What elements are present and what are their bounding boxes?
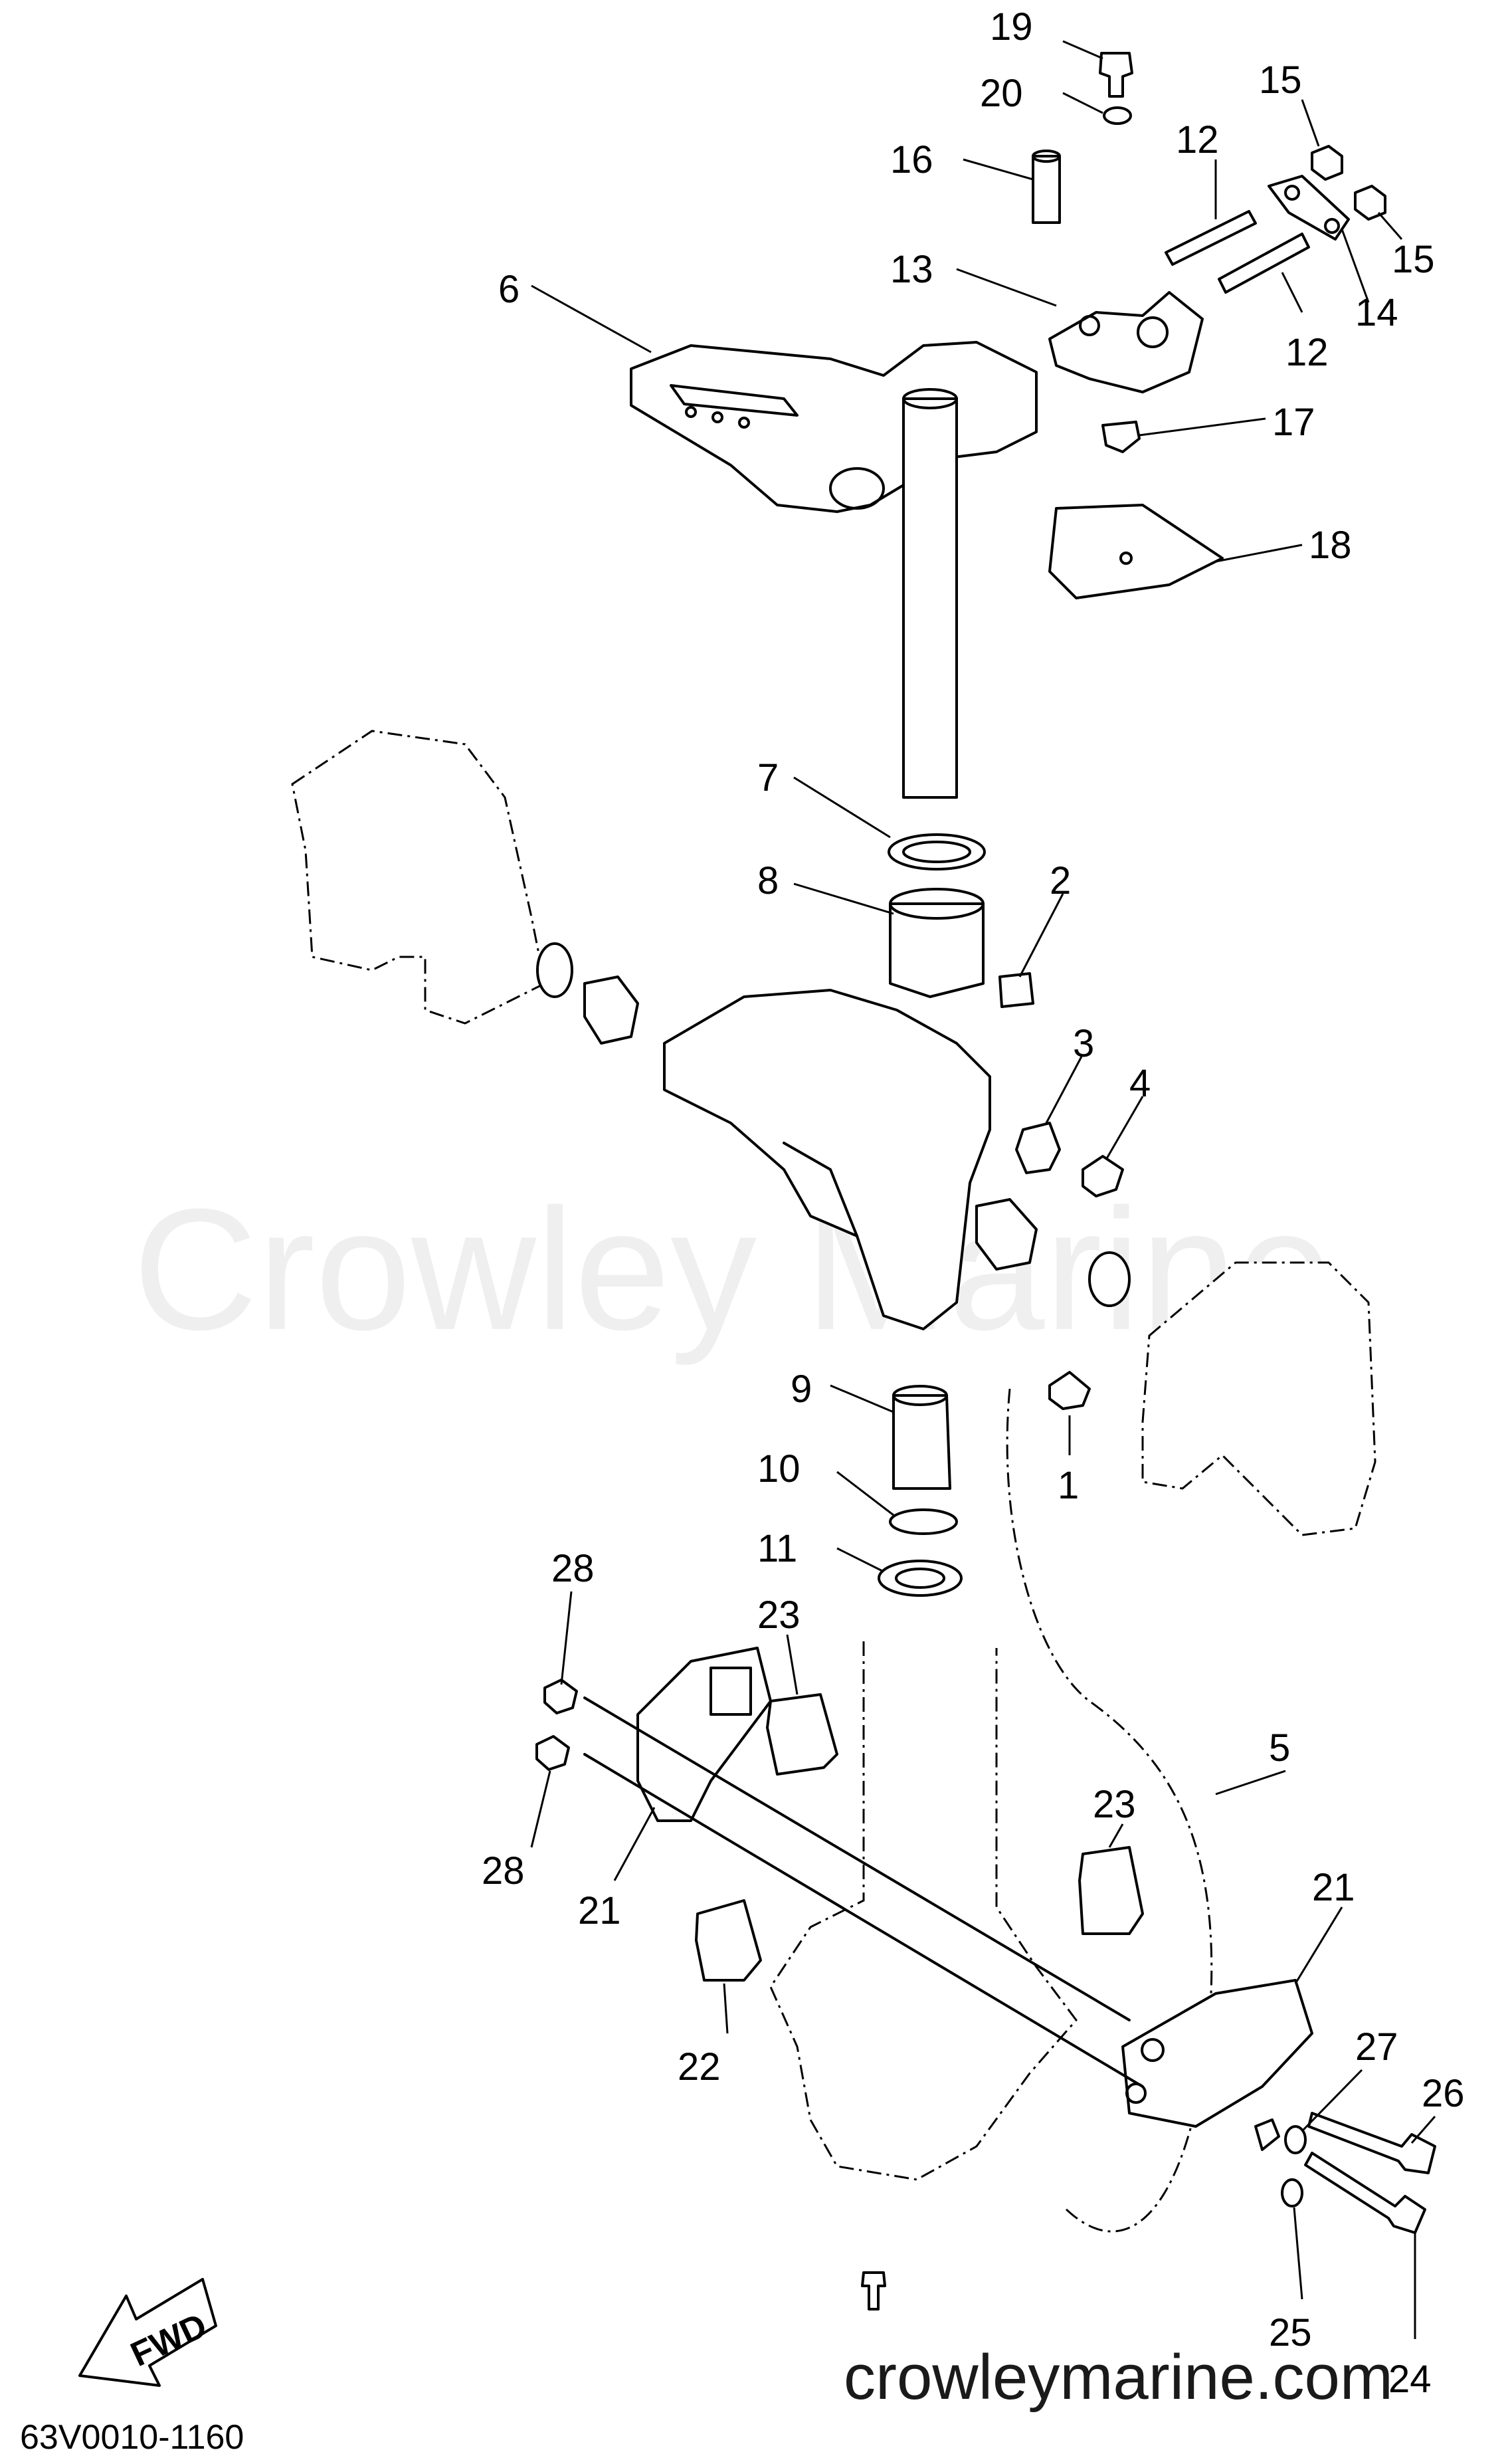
watermark: Crowley Marine [133, 1174, 1333, 1367]
callout-27[interactable]: 27 [1355, 2025, 1398, 2069]
part-21-mount-right[interactable] [1121, 1979, 1313, 2128]
callout-23[interactable]: 23 [757, 1593, 801, 1637]
callout-11[interactable]: 11 [757, 1527, 797, 1570]
part-26-bolt[interactable] [1307, 2112, 1436, 2174]
part-5-ground-wire[interactable] [1006, 1388, 1213, 2233]
callout-14[interactable]: 14 [1355, 291, 1398, 334]
part-8-bushing[interactable] [889, 902, 985, 998]
diagram-code: 63V0010-1160 [20, 2418, 244, 2457]
part-1-bolt[interactable] [1048, 1371, 1091, 1410]
callout-8[interactable]: 8 [757, 859, 779, 902]
part-3-grommet[interactable] [1015, 1122, 1061, 1174]
callout-26[interactable]: 26 [1422, 2072, 1465, 2115]
lower-unit-outline [769, 1641, 1078, 2181]
part-10-o-ring[interactable] [889, 1508, 958, 1535]
lower-mount-group [535, 1388, 1436, 2310]
part-28-nut-a[interactable] [543, 1679, 578, 1714]
fwd-arrow-icon [78, 2278, 217, 2387]
part-12-stud-a[interactable] [1165, 210, 1257, 266]
part-swivel-housing[interactable] [663, 989, 991, 1330]
part-washer-right[interactable] [1088, 1251, 1131, 1307]
callout-24[interactable]: 24 [1388, 2358, 1432, 2401]
part-7-ring[interactable] [888, 833, 986, 871]
callout-19[interactable]: 19 [990, 5, 1033, 49]
swivel-bracket-group [291, 730, 1376, 1597]
callout-22[interactable]: 22 [678, 2045, 721, 2089]
part-2-label[interactable] [998, 972, 1034, 1008]
part-collar-right[interactable] [975, 1198, 1038, 1271]
part-18-plate[interactable] [1048, 504, 1224, 599]
part-22-rubber[interactable] [695, 1899, 762, 1982]
callout-16[interactable]: 16 [890, 138, 933, 181]
callout-28[interactable]: 28 [482, 1849, 525, 1893]
callout-labels: 19 20 16 15 15 12 12 13 14 6 17 18 7 8 2… [482, 5, 1465, 2401]
callout-15[interactable]: 15 [1392, 238, 1435, 281]
fwd-arrow: FWD [78, 2278, 217, 2387]
website-label[interactable]: crowleymarine.com [844, 2342, 1393, 2413]
part-23-rubber-b[interactable] [1078, 1846, 1144, 1935]
callout-1[interactable]: 1 [1058, 1464, 1079, 1507]
callout-17[interactable]: 17 [1272, 401, 1315, 444]
part-6-steering-bracket[interactable] [630, 341, 1038, 513]
callout-25[interactable]: 25 [1269, 2311, 1312, 2354]
callout-7[interactable]: 7 [757, 756, 779, 799]
callout-18[interactable]: 18 [1309, 524, 1352, 567]
callout-21[interactable]: 21 [578, 1889, 621, 1932]
part-15-nut-a[interactable] [1311, 145, 1343, 181]
part-21-mount-left[interactable] [636, 1647, 772, 1822]
callout-12[interactable]: 12 [1285, 331, 1329, 374]
wire-terminal-lower [1254, 2118, 1280, 2151]
part-27-washer[interactable] [1284, 2125, 1307, 2154]
part-11-seal[interactable] [878, 1560, 963, 1597]
part-13-block[interactable] [1048, 291, 1204, 393]
callout-10[interactable]: 10 [757, 1447, 801, 1490]
callout-20[interactable]: 20 [980, 72, 1023, 115]
part-17-clip[interactable] [1101, 421, 1141, 453]
part-12-stud-b[interactable] [1218, 233, 1310, 294]
part-6-steering-shaft[interactable] [902, 397, 958, 799]
callout-28[interactable]: 28 [551, 1547, 595, 1590]
callout-2[interactable]: 2 [1050, 859, 1071, 902]
callout-21[interactable]: 21 [1312, 1866, 1355, 1909]
part-20-washer[interactable] [1103, 106, 1132, 125]
ghost-clamp-right [1141, 1261, 1376, 1536]
part-16-pin[interactable] [1032, 155, 1061, 224]
callout-3[interactable]: 3 [1073, 1022, 1094, 1065]
callout-12[interactable]: 12 [1176, 118, 1219, 161]
callout-23[interactable]: 23 [1093, 1783, 1136, 1826]
part-9-bushing[interactable] [892, 1394, 951, 1490]
callout-6[interactable]: 6 [498, 268, 520, 311]
callout-9[interactable]: 9 [791, 1368, 812, 1411]
leader-lines [530, 40, 1436, 2339]
callout-13[interactable]: 13 [890, 248, 933, 291]
ghost-clamp-left [291, 730, 546, 1025]
part-23-rubber-a[interactable] [766, 1693, 838, 1776]
callout-15[interactable]: 15 [1259, 58, 1302, 102]
callout-5[interactable]: 5 [1269, 1726, 1290, 1770]
part-25-washer[interactable] [1281, 2178, 1303, 2207]
ground-screw [861, 2271, 886, 2310]
part-15-nut-b[interactable] [1354, 185, 1386, 221]
steering-bracket-group [630, 52, 1386, 799]
callout-4[interactable]: 4 [1129, 1062, 1151, 1105]
part-collar-left[interactable] [583, 975, 639, 1045]
part-washer-left[interactable] [536, 942, 573, 998]
part-4-bolt[interactable] [1082, 1155, 1124, 1197]
part-19-bolt[interactable] [1099, 52, 1133, 98]
part-28-nut-b[interactable] [535, 1735, 570, 1771]
